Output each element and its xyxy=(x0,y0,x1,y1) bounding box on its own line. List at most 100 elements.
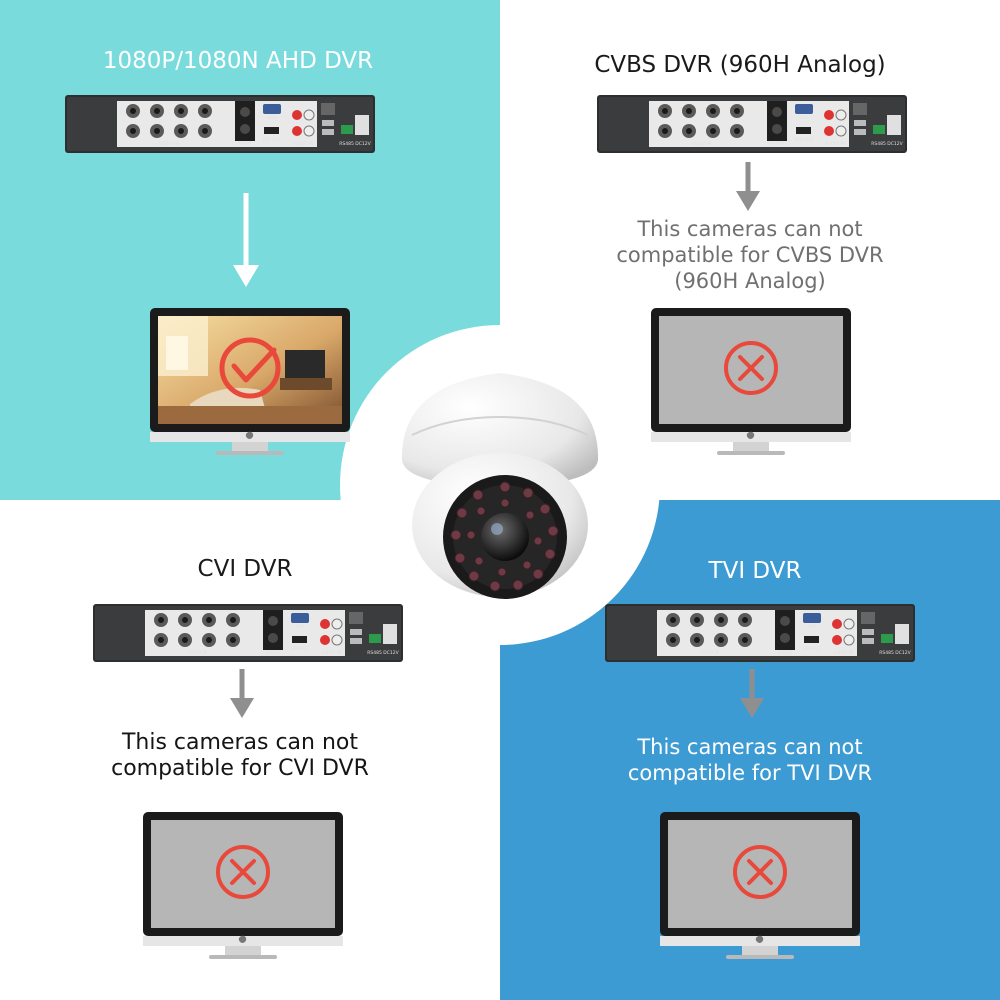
bnc-pin xyxy=(662,128,668,134)
bnc-pin xyxy=(742,637,748,643)
bnc-pin xyxy=(734,128,740,134)
bnc-pin xyxy=(158,637,164,643)
usb-port xyxy=(862,638,874,644)
a-out-port xyxy=(780,633,790,643)
lan-port xyxy=(853,103,867,115)
usb-port xyxy=(854,120,866,126)
ahd-monitor xyxy=(150,308,350,455)
vga-label: VGA xyxy=(295,624,306,630)
down-arrow-icon xyxy=(233,193,259,287)
audio-rca xyxy=(331,618,343,630)
dvr-io-plate xyxy=(145,610,345,656)
hd-out-label: HD-OUT xyxy=(291,646,309,652)
bnc-pin xyxy=(206,637,212,643)
dome-camera xyxy=(401,373,599,599)
audio-rca xyxy=(303,125,315,137)
bnc-pin xyxy=(206,617,212,623)
usb-port xyxy=(322,120,334,126)
vga-port xyxy=(291,613,309,623)
cvi-monitor xyxy=(143,812,343,959)
bnc-pin xyxy=(130,128,136,134)
rs485-terminal xyxy=(873,125,885,134)
a-out-block xyxy=(235,101,255,141)
lan-port xyxy=(861,612,875,624)
dc-port xyxy=(895,624,909,644)
video-in-label: VIDEO IN xyxy=(187,650,207,656)
vga-label: VGA xyxy=(799,115,810,121)
a-out-port xyxy=(772,124,782,134)
bnc-pin xyxy=(130,108,136,114)
bnc-pin xyxy=(182,637,188,643)
rs485-label: RS485 DC12V xyxy=(871,141,903,147)
bnc-pin xyxy=(202,128,208,134)
dvr-io-plate xyxy=(117,101,317,147)
audio-rca xyxy=(320,635,330,645)
dc-port xyxy=(887,115,901,135)
audio-in-label: AUDIO IN xyxy=(321,650,342,656)
a-out-label: A-OUT xyxy=(770,141,785,147)
hdmi-port xyxy=(292,636,307,643)
audio-rca xyxy=(331,634,343,646)
audio-rca xyxy=(824,126,834,136)
bnc-pin xyxy=(154,128,160,134)
audio-rca xyxy=(843,634,855,646)
cvi-dvr-title: CVI DVR xyxy=(197,556,293,582)
bnc-pin xyxy=(734,108,740,114)
audio-rca xyxy=(824,110,834,120)
a-out-port xyxy=(268,616,278,626)
rs485-terminal xyxy=(881,634,893,643)
audio-rca xyxy=(832,635,842,645)
hd-out-label: HD-OUT xyxy=(795,137,813,143)
audio-in-label: AUDIO IN xyxy=(293,141,314,147)
dc-port xyxy=(383,624,397,644)
hd-out-label: HD-OUT xyxy=(803,646,821,652)
bnc-pin xyxy=(158,617,164,623)
cross-icon xyxy=(724,341,778,395)
rs485-terminal xyxy=(341,125,353,134)
bnc-pin xyxy=(710,108,716,114)
rs485-terminal xyxy=(369,634,381,643)
usb-port xyxy=(350,629,362,635)
down-arrow-icon xyxy=(230,669,254,718)
a-out-block xyxy=(767,101,787,141)
dvr-io-plate xyxy=(649,101,849,147)
down-arrow-icon xyxy=(740,669,764,718)
bnc-pin xyxy=(670,637,676,643)
down-arrow-icon xyxy=(736,162,760,211)
audio-rca xyxy=(303,109,315,121)
bnc-pin xyxy=(718,617,724,623)
a-out-label: A-OUT xyxy=(238,141,253,147)
bnc-pin xyxy=(694,637,700,643)
video-in-label: VIDEO IN xyxy=(699,650,719,656)
audio-rca xyxy=(292,126,302,136)
lan-port xyxy=(321,103,335,115)
a-out-port xyxy=(240,107,250,117)
bnc-pin xyxy=(154,108,160,114)
vga-label: VGA xyxy=(267,115,278,121)
tvi-monitor xyxy=(660,812,860,959)
rs485-label: RS485 DC12V xyxy=(367,650,399,656)
a-out-port xyxy=(268,633,278,643)
bnc-pin xyxy=(202,108,208,114)
cross-icon xyxy=(733,845,787,899)
hd-out-label: HD-OUT xyxy=(263,137,281,143)
hdmi-port xyxy=(796,127,811,134)
usb-port xyxy=(322,129,334,135)
bnc-pin xyxy=(710,128,716,134)
cvi-dvr-unit: VIDEO IN A-OUT VGA HD-OUT AUDIO IN RS485 DC12… xyxy=(93,604,403,662)
bnc-pin xyxy=(686,108,692,114)
a-out-label: A-OUT xyxy=(266,650,281,656)
audio-rca xyxy=(320,619,330,629)
hdmi-port xyxy=(264,127,279,134)
bnc-pin xyxy=(694,617,700,623)
usb-port xyxy=(862,629,874,635)
lan-port xyxy=(349,612,363,624)
check-icon xyxy=(219,337,281,399)
a-out-port xyxy=(780,616,790,626)
a-out-port xyxy=(772,107,782,117)
ahd-dvr-title: 1080P/1080N AHD DVR xyxy=(102,48,374,74)
tvi-dvr-title: TVI DVR xyxy=(708,558,802,584)
hdmi-port xyxy=(804,636,819,643)
